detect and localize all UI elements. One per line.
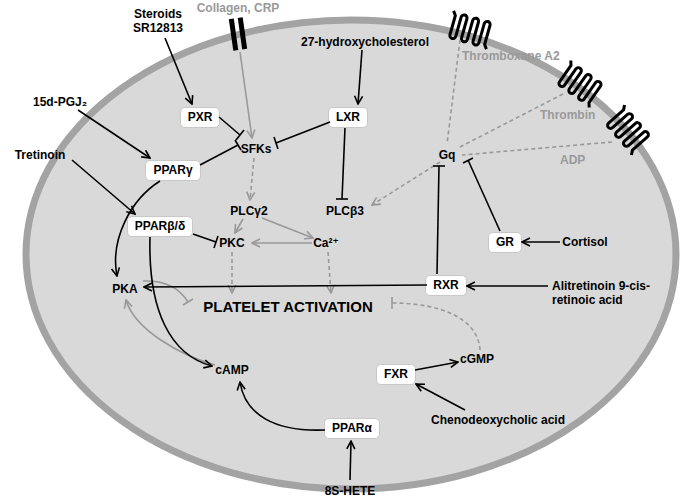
receptor-box: FXR: [376, 364, 416, 385]
inhibition-line: [143, 281, 188, 302]
pathway-label: Gq: [439, 148, 456, 162]
signal-arrow: [262, 218, 313, 238]
inhibition-bar: [433, 165, 445, 167]
effect-arrow: [240, 382, 325, 430]
signal-arrow: [372, 162, 440, 205]
inhibition-line: [200, 145, 238, 165]
ligand-label: 27-hydroxycholesterol: [301, 35, 429, 49]
ligand-label: 15d-PGJ₂: [33, 95, 87, 109]
ligand-arrow: [358, 50, 362, 104]
receptor-box: GR: [488, 232, 522, 253]
ligand-label: Steroids SR12813: [127, 7, 189, 35]
ligand-arrow: [350, 441, 351, 480]
receptor-name: RXR: [433, 278, 458, 292]
ligand-label: Tretinoin: [15, 148, 66, 162]
receptor-box: PPARα: [324, 418, 380, 439]
receptor-name: PPARβ/δ: [135, 219, 185, 233]
pathway-label: cAMP: [215, 363, 248, 377]
inhibition-bar: [235, 140, 241, 150]
inhibition-line: [276, 122, 330, 143]
effect-arrow: [415, 362, 458, 370]
pathway-label: PKC: [219, 236, 244, 250]
receptor-name: FXR: [384, 367, 408, 381]
signal-arrow: [126, 300, 215, 365]
receptor-name: LXR: [336, 110, 360, 124]
ligand-label: Chenodeoxycholic acid: [431, 413, 565, 427]
agonist-label: Collagen, CRP: [197, 1, 280, 15]
ligand-label: Alitretinoin 9-cis-retinoic acid: [552, 279, 670, 307]
agonist-label: Thromboxane A2: [462, 49, 560, 63]
inhibition-bar: [214, 236, 218, 248]
receptor-box: PPARβ/δ: [127, 216, 193, 237]
pathway-label: PKA: [112, 282, 137, 296]
inhibition-bar: [183, 299, 193, 305]
receptor-name: PXR: [188, 110, 213, 124]
cell-membrane: [26, 20, 676, 489]
ligand-arrow: [522, 241, 560, 243]
signal-arrow: [235, 219, 243, 233]
pathway-label: PLATELET ACTIVATION: [203, 300, 372, 314]
signal-arrow: [231, 252, 233, 293]
gpcr-symbol: [555, 60, 605, 107]
pathway-label: SFKs: [241, 142, 272, 156]
inhibition-bar: [236, 130, 244, 140]
receptor-box: RXR: [425, 275, 466, 296]
ligand-arrow: [78, 110, 150, 158]
signal-arrow: [240, 52, 252, 138]
inhibition-bar: [463, 158, 473, 163]
signal-arrow: [252, 242, 312, 244]
gpcr-symbol: [446, 11, 494, 49]
receptor-box: LXR: [328, 107, 368, 128]
pathway-label: PLCβ3: [326, 204, 364, 218]
receptor-box: PPARγ: [145, 160, 200, 181]
signal-arrow: [328, 252, 331, 293]
inhibition-bar: [391, 297, 393, 309]
inhibition-line: [468, 160, 500, 231]
agonist-label: ADP: [560, 153, 585, 167]
platelet-cell: SFKs GqPLCγ2 PLCβ3PKC Ca²⁺ PKA PLATELET ACTIV…: [22, 16, 680, 493]
inhibition-bar: [274, 137, 278, 149]
receptor-link: [447, 40, 460, 144]
receptor-bar: [229, 18, 238, 50]
agonist-label: Thrombin: [540, 108, 595, 122]
receptor-name: PPARα: [332, 421, 372, 435]
pathway-label: PLCγ2: [230, 204, 267, 218]
pathway-label: Ca²⁺: [313, 236, 339, 250]
ligand-label: 8S-HETE: [325, 484, 376, 498]
ligand-arrow: [72, 160, 135, 214]
receptor-name: PPARγ: [153, 163, 192, 177]
receptor-bar: [238, 17, 247, 49]
effect-arrow: [150, 237, 212, 366]
ligand-arrow: [416, 384, 465, 410]
signal-arrow: [250, 158, 254, 200]
receptor-box: PXR: [180, 107, 221, 128]
inhibition-line: [392, 303, 480, 350]
receptor-name: GR: [496, 235, 514, 249]
ligand-arrow: [467, 285, 548, 287]
effect-arrow: [116, 181, 160, 276]
inhibition-line: [193, 234, 216, 242]
gpcr-symbol: [604, 105, 653, 155]
inhibition-line: [437, 166, 439, 274]
ligand-label: Cortisol: [562, 235, 607, 249]
pathway-label: cGMP: [460, 352, 494, 366]
inhibition-bar: [336, 198, 348, 200]
inhibition-line: [219, 117, 240, 135]
collagen-receptor: [229, 17, 247, 51]
ligand-arrow: [165, 38, 192, 104]
inhibition-line: [342, 128, 345, 199]
receptor-link: [462, 142, 612, 155]
effect-arrow: [144, 285, 427, 287]
